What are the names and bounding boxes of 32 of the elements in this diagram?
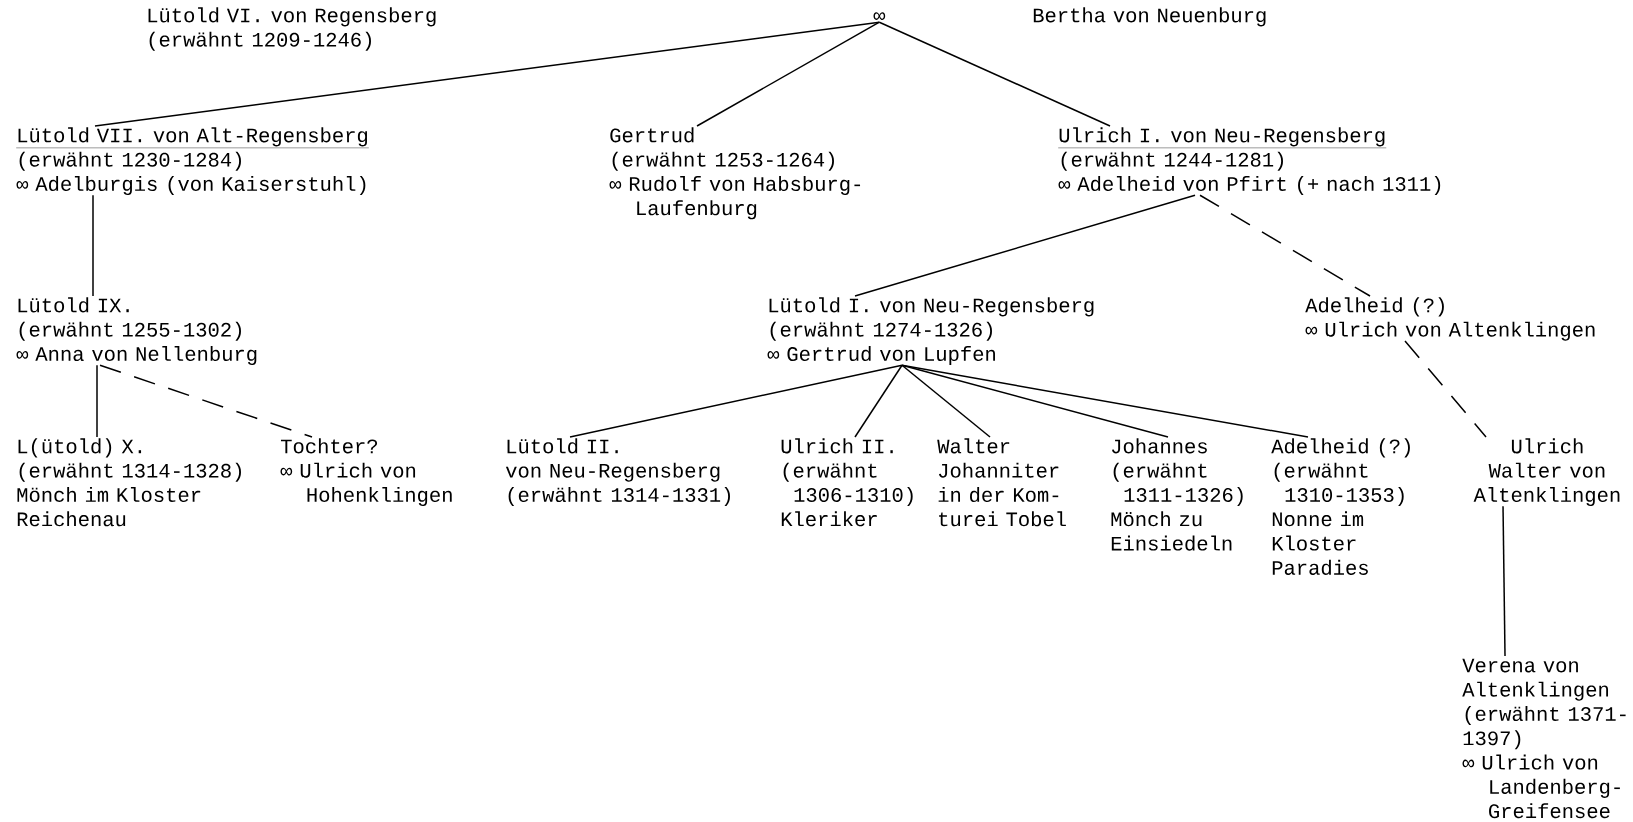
descent-line <box>96 364 98 438</box>
descent-line <box>92 194 94 297</box>
marriage-symbol: ∞ <box>873 12 886 20</box>
person-entry: Adelheid (?) ∞ Ulrich von Altenklingen <box>1305 297 1595 341</box>
person-entry: Lütold I. von Neu-Regensberg (erwähnt 1274-1326) ∞ Gertrud von Lupfen <box>767 297 1094 366</box>
person-entry: Lütold VII. von Alt-Regensberg (erwähnt 1230-1284) ∞ Adelburgis (von Kaiserstuhl) <box>16 127 370 196</box>
person-entry: Adelheid (?) (erwähnt 1310-1353) Nonne im Kloster Paradies <box>1271 438 1410 575</box>
descent-line <box>854 194 1196 297</box>
descent-line <box>878 21 1111 127</box>
person-entry: Verena von Altenklingen (erwähnt 1371-1397) ∞ Ulrich von Landenberg- Greifensee <box>1462 658 1626 819</box>
person-entry: Bertha von Neuenburg <box>1033 7 1266 27</box>
descent-line <box>99 364 313 438</box>
person-entry: Ulrich Walter von Altenklingen <box>1473 438 1620 507</box>
descent-line <box>901 364 1169 438</box>
descent-line <box>1199 194 1371 297</box>
person-entry: Johannes (erwähnt 1311-1326) Mönch zu Einsiedeln <box>1111 438 1243 551</box>
descent-line <box>901 364 1309 438</box>
person-entry: Walter Johanniter in der Kom- turei Tobel <box>937 438 1066 527</box>
person-entry: Lütold II. von Neu-Regensberg (erwähnt 1314-1331) <box>505 438 730 507</box>
person-entry: Ulrich II. (erwähnt 1306-1310) Kleriker <box>781 438 913 527</box>
person-entry: Tochter? ∞ Ulrich von Hohenklingen <box>280 438 452 507</box>
descent-line <box>901 364 991 438</box>
person-entry: L(ütold) X. (erwähnt 1314-1328) Mönch im Kloster Reichenau <box>17 438 241 527</box>
person-entry: Ulrich I. von Neu-Regensberg (erwähnt 1244-1281) ∞ Adelheid von Pfirt (+ nach 1311) <box>1058 127 1441 196</box>
person-entry: Lütold VI. von Regensberg (erwähnt 1209-1246) <box>148 7 436 51</box>
descent-line <box>1502 505 1506 657</box>
person-entry: Lütold IX. (erwähnt 1255-1302) ∞ Anna von Nellenburg <box>16 297 257 366</box>
person-entry: Gertrud (erwähnt 1253-1264) ∞ Rudolf von Habsburg- Laufenburg <box>609 127 861 220</box>
descent-line <box>696 21 881 127</box>
descent-line <box>854 364 903 438</box>
descent-line <box>569 364 903 438</box>
descent-line <box>1404 340 1487 438</box>
